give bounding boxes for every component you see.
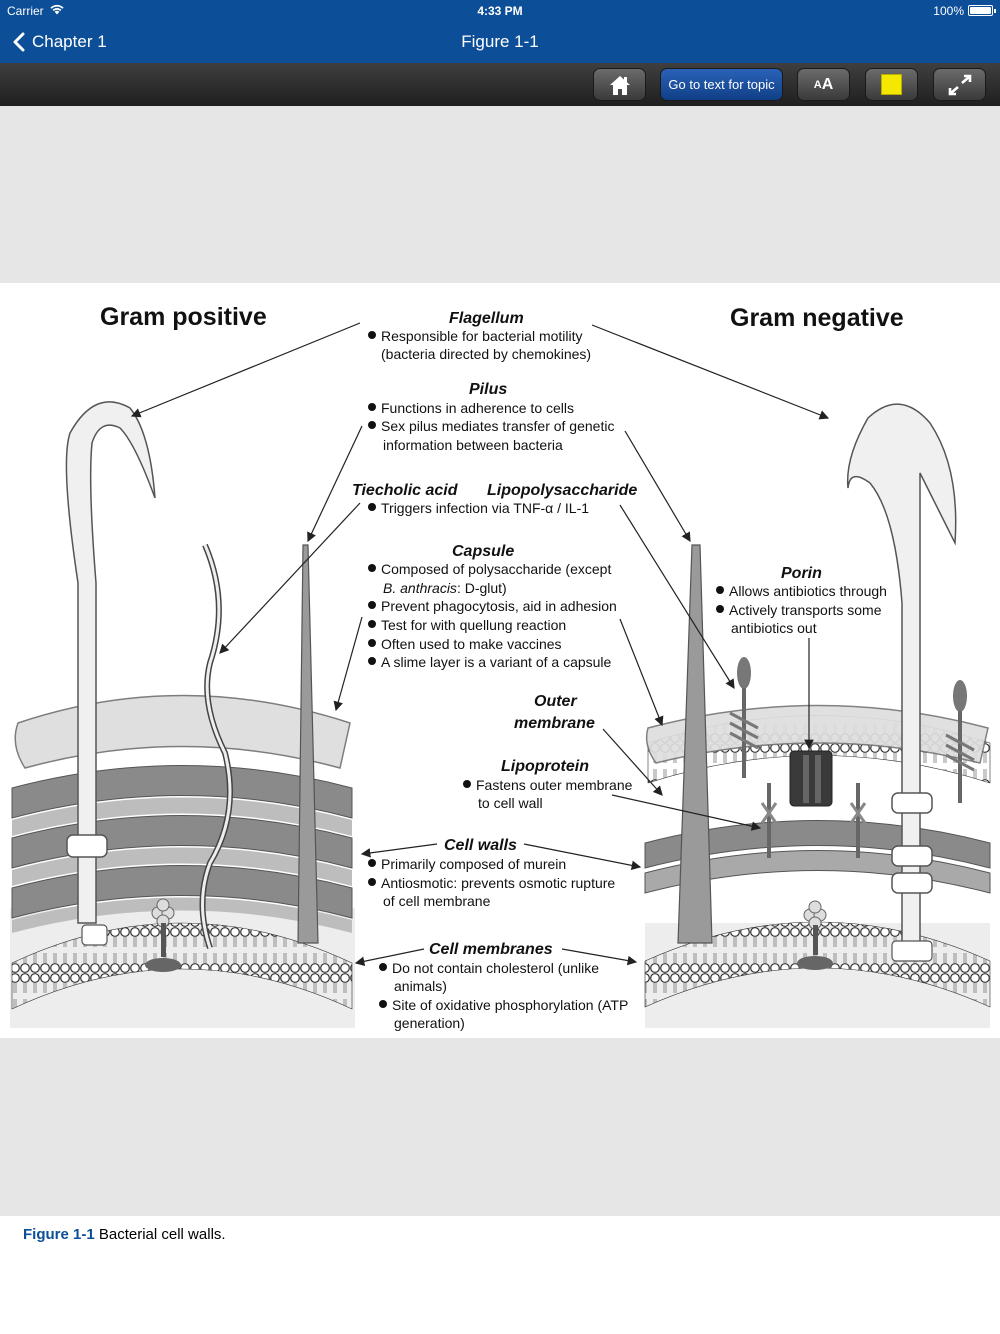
page-title: Figure 1-1: [461, 32, 539, 51]
outer-membrane-title-2: membrane: [514, 715, 595, 732]
pilus-bullet-1: Functions in adherence to cells: [381, 400, 574, 416]
tiecholic-acid-title: Tiecholic acid: [352, 482, 459, 499]
tiecholic-acid: [201, 544, 232, 949]
caption-text: Bacterial cell walls.: [94, 1226, 226, 1243]
bacterial-cell-wall-diagram: Gram positive Gram negative Flagellum Re…: [10, 303, 991, 1031]
caption-number: Figure 1-1: [23, 1226, 95, 1243]
battery-percent: 100%: [933, 4, 964, 18]
gram-positive-capsule: [14, 694, 351, 769]
gram-positive-membrane-protein: [145, 898, 181, 972]
porin-bullet-2: Actively transports some: [729, 602, 882, 618]
capsule-title: Capsule: [452, 543, 514, 560]
fullscreen-button[interactable]: [933, 68, 986, 101]
capsule-bullet-4: Often used to make vaccines: [381, 636, 562, 652]
home-button[interactable]: [593, 68, 646, 101]
expand-arrows-icon: [948, 74, 971, 95]
figure-labels: Gram positive Gram negative Flagellum Re…: [100, 303, 904, 1031]
lipopolysaccharide-right: [945, 680, 975, 803]
navigation-bar: Carrier 4:33 PM 100% Chapter 1 Figure 1-…: [0, 0, 1000, 63]
gram-positive-label: Gram positive: [100, 303, 267, 331]
home-icon: [609, 75, 630, 95]
pilus-bullet-2b: information between bacteria: [383, 437, 563, 453]
figure-image[interactable]: Gram positive Gram negative Flagellum Re…: [0, 283, 1000, 1038]
font-big-a: A: [821, 75, 834, 93]
gram-negative-label: Gram negative: [730, 304, 904, 332]
capsule-bullet-2: Prevent phagocytosis, aid in adhesion: [381, 598, 617, 614]
cell-membranes-bullet-1b: animals): [394, 978, 447, 994]
gram-negative-flagellum: [846, 403, 957, 949]
note-button[interactable]: [865, 68, 918, 101]
figure-caption: Figure 1-1 Bacterial cell walls.: [23, 1226, 226, 1243]
cell-membranes-bullet-2b: generation): [394, 1015, 465, 1031]
lipoprotein-title: Lipoprotein: [501, 758, 589, 775]
lipoprotein-bullet-1b: to cell wall: [478, 795, 543, 811]
lipopolysaccharide-left: [729, 657, 759, 778]
bullet: [368, 331, 376, 339]
note-icon: [881, 74, 902, 95]
capsule-bullet-1: Composed of polysaccharide (except: [381, 561, 611, 577]
porin-channel: [789, 750, 833, 807]
flagellum-bullet-1: Responsible for bacterial motility: [381, 328, 583, 344]
capsule-bullet-3: Test for with quellung reaction: [381, 617, 566, 633]
font-small-a: A: [813, 78, 822, 91]
pilus-title: Pilus: [469, 381, 507, 398]
cell-walls-bullet-2b: of cell membrane: [383, 893, 491, 909]
pilus-bullet-2: Sex pilus mediates transfer of genetic: [381, 418, 614, 434]
cell-walls-bullet-1: Primarily composed of murein: [381, 856, 566, 872]
flagellum-bullet-1b: (bacteria directed by chemokines): [381, 346, 591, 362]
capsule-bullet-1b: B. anthracis: D-glut): [383, 580, 507, 596]
cell-walls-title: Cell walls: [444, 837, 517, 854]
lps-title: Lipopolysaccharide: [487, 482, 637, 499]
chevron-left-icon: [13, 32, 25, 52]
porin-title: Porin: [781, 565, 822, 582]
gram-positive-pilus: [297, 544, 319, 944]
carrier-label: Carrier: [7, 4, 44, 18]
callout-arrows: [130, 322, 830, 967]
wifi-icon: [50, 4, 64, 15]
gram-negative-membrane-protein: [797, 900, 833, 970]
gram-negative-pilus: [677, 544, 713, 944]
clock: 4:33 PM: [477, 4, 523, 18]
back-button-label: Chapter 1: [32, 32, 107, 51]
cell-membranes-bullet-2: Site of oxidative phosphorylation (ATP: [392, 997, 628, 1013]
flagellum-title: Flagellum: [449, 310, 524, 327]
gram-positive-flagellum: [65, 401, 156, 924]
status-bar: Carrier 4:33 PM 100%: [0, 0, 1000, 22]
gram-negative-diagram: [644, 403, 991, 1028]
porin-bullet-1: Allows antibiotics through: [729, 583, 887, 599]
figure-background-top: [0, 106, 1000, 283]
go-to-text-button[interactable]: Go to text for topic: [660, 68, 783, 101]
gram-positive-diagram: [10, 401, 355, 1028]
figure-background-bottom: [0, 1038, 1000, 1216]
lipoprotein-bullet-1: Fastens outer membrane: [476, 777, 633, 793]
cell-walls-bullet-2: Antiosmotic: prevents osmotic rupture: [381, 875, 615, 891]
capsule-bullet-5: A slime layer is a variant of a capsule: [381, 654, 612, 670]
lps-bullet-1: Triggers infection via TNF-α / IL-1: [381, 500, 589, 516]
battery-icon: [968, 5, 996, 16]
outer-membrane-title-1: Outer: [534, 693, 577, 710]
cell-membranes-bullet-1: Do not contain cholesterol (unlike: [392, 960, 599, 976]
cell-membranes-title: Cell membranes: [429, 941, 553, 958]
porin-bullet-2b: antibiotics out: [731, 620, 817, 636]
back-button[interactable]: Chapter 1: [10, 30, 107, 54]
lipoproteins: [760, 783, 867, 858]
